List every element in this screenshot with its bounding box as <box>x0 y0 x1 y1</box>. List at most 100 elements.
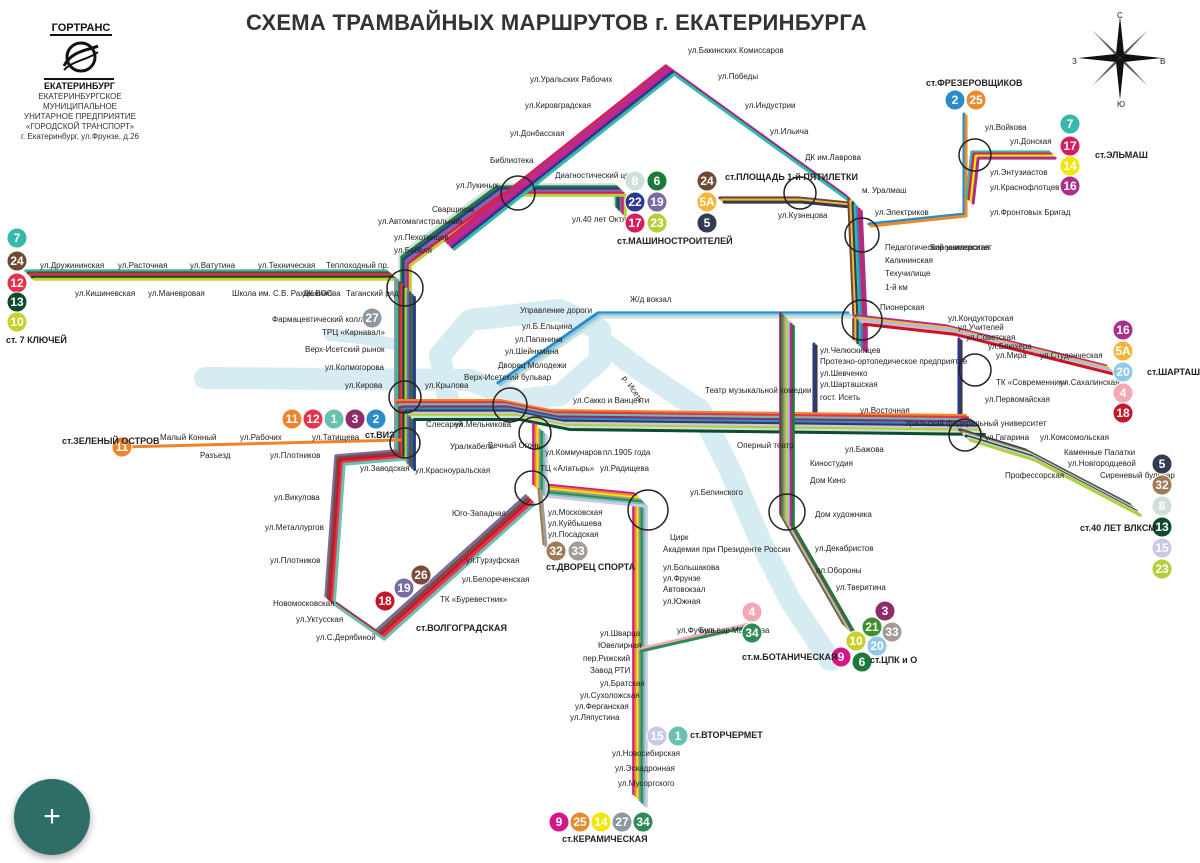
route-badge-16[interactable]: 16 <box>1059 175 1081 197</box>
add-button[interactable]: + <box>14 779 90 855</box>
stop-south-4: ул.Южная <box>663 597 700 606</box>
route-badge-9[interactable]: 9 <box>830 646 852 668</box>
route-badge-3[interactable]: 3 <box>344 408 366 430</box>
route-badge-1[interactable]: 1 <box>323 408 345 430</box>
stop-northeast-7: Ворошиловская <box>930 243 989 252</box>
stop-top_triangle-9: ул.Лукиных <box>456 181 498 190</box>
route-badge-12[interactable]: 12 <box>6 272 28 294</box>
track-line-5A <box>720 198 852 207</box>
route-badge-18[interactable]: 18 <box>1112 402 1134 424</box>
route-badge-2[interactable]: 2 <box>944 89 966 111</box>
stop-east-4: ул.Мира <box>996 351 1027 360</box>
route-badge-4[interactable]: 4 <box>741 601 763 623</box>
route-badge-22[interactable]: 22 <box>624 191 646 213</box>
route-badge-16[interactable]: 16 <box>1112 319 1134 341</box>
route-badge-17[interactable]: 17 <box>624 212 646 234</box>
route-badge-5A[interactable]: 5A <box>696 191 718 213</box>
track-line-24 <box>718 196 850 205</box>
stop-southwest-7: ул.Викулова <box>274 493 320 502</box>
route-badge-6[interactable]: 6 <box>646 170 668 192</box>
terminal-label-40-let-vlksm: ст.40 ЛЕТ ВЛКСМ <box>1080 523 1156 533</box>
route-badge-20[interactable]: 20 <box>1112 361 1134 383</box>
route-badge-27[interactable]: 27 <box>611 811 633 833</box>
route-badge-23[interactable]: 23 <box>646 212 668 234</box>
route-badge-1[interactable]: 1 <box>667 725 689 747</box>
route-badge-26[interactable]: 26 <box>410 564 432 586</box>
stop-southwest-15: ул.Белореченская <box>462 575 529 584</box>
route-badge-5[interactable]: 5 <box>1151 453 1173 475</box>
route-badge-10[interactable]: 10 <box>845 630 867 652</box>
route-badge-33[interactable]: 33 <box>567 540 589 562</box>
route-badge-21[interactable]: 21 <box>861 616 883 638</box>
route-number: 2 <box>373 412 380 426</box>
stop-south-15: ул.Новосибирская <box>612 749 680 758</box>
stop-central_west-0: Фармацевтический колледж <box>272 315 377 324</box>
route-badge-9[interactable]: 9 <box>548 811 570 833</box>
track-east-south <box>779 312 858 638</box>
route-badge-8[interactable]: 8 <box>624 170 646 192</box>
track-line-3 <box>400 405 974 424</box>
stop-south-10: Завод РТИ <box>590 666 630 675</box>
route-badge-34[interactable]: 34 <box>632 811 654 833</box>
route-number: 25 <box>573 815 587 829</box>
route-badge-6[interactable]: 6 <box>851 651 873 673</box>
track-line-2 <box>496 311 850 385</box>
route-badge-11[interactable]: 11 <box>111 436 133 458</box>
route-number: 17 <box>1063 139 1077 153</box>
route-badge-19[interactable]: 19 <box>393 577 415 599</box>
route-badge-13[interactable]: 13 <box>1151 516 1173 538</box>
track-elmash <box>965 150 1057 205</box>
stop-east-1: ул.Учителей <box>958 323 1004 332</box>
route-badge-12[interactable]: 12 <box>302 408 324 430</box>
route-badge-18[interactable]: 18 <box>374 590 396 612</box>
route-badge-27[interactable]: 27 <box>361 307 383 329</box>
stop-south-17: ул.Мусоргского <box>618 779 675 788</box>
track-line-20 <box>498 313 852 387</box>
route-badge-4[interactable]: 4 <box>1112 382 1134 404</box>
stop-southwest-1: ул.Рабочих <box>240 433 282 442</box>
stop-southwest-8: ул.Металлургов <box>265 523 324 532</box>
route-badge-24[interactable]: 24 <box>696 170 718 192</box>
route-badge-5A[interactable]: 5A <box>1112 340 1134 362</box>
route-number: 23 <box>1155 562 1169 576</box>
stop-center-6: ул.Коммунаров <box>545 448 602 457</box>
route-badge-8[interactable]: 8 <box>1151 495 1173 517</box>
stop-south-13: ул.Ферганская <box>575 702 629 711</box>
terminal-label-keramicheskaya: ст.КЕРАМИЧЕСКАЯ <box>562 834 648 844</box>
route-badge-2[interactable]: 2 <box>365 408 387 430</box>
route-badge-32[interactable]: 32 <box>545 540 567 562</box>
route-badge-19[interactable]: 19 <box>646 191 668 213</box>
route-badge-3[interactable]: 3 <box>874 600 896 622</box>
compass-east: В <box>1160 57 1165 66</box>
route-badge-25[interactable]: 25 <box>965 89 987 111</box>
stop-central_west-3: ул.Колмогорова <box>325 363 385 372</box>
route-badge-13[interactable]: 13 <box>6 291 28 313</box>
route-badge-20[interactable]: 20 <box>866 635 888 657</box>
track-triangle <box>444 64 856 251</box>
route-badge-25[interactable]: 25 <box>569 811 591 833</box>
route-badge-7[interactable]: 7 <box>1059 113 1081 135</box>
stop-center-9: ул.Бажова <box>845 445 884 454</box>
stop-southwest-17: ул.Московская <box>548 508 603 517</box>
route-badge-33[interactable]: 33 <box>881 621 903 643</box>
route-badge-15[interactable]: 15 <box>646 725 668 747</box>
route-badge-17[interactable]: 17 <box>1059 135 1081 157</box>
route-badge-11[interactable]: 11 <box>281 408 303 430</box>
stop-center-2: ул.Сакко и Ванцетти <box>573 396 649 405</box>
route-badge-34[interactable]: 34 <box>741 622 763 644</box>
route-badge-7[interactable]: 7 <box>6 227 28 249</box>
route-badge-5[interactable]: 5 <box>696 212 718 234</box>
stop-southwest-19: ул.Посадская <box>548 530 599 539</box>
route-badge-32[interactable]: 32 <box>1151 474 1173 496</box>
route-number: 5 <box>1159 457 1166 471</box>
route-badge-14[interactable]: 14 <box>1059 155 1081 177</box>
route-badge-23[interactable]: 23 <box>1151 558 1173 580</box>
stop-top_triangle-11: м. Уралмаш <box>862 186 907 195</box>
route-number: 11 <box>116 440 129 454</box>
route-badge-24[interactable]: 24 <box>6 250 28 272</box>
route-badge-15[interactable]: 15 <box>1151 537 1173 559</box>
route-badge-10[interactable]: 10 <box>6 311 28 333</box>
terminal-label-viz: ст.ВИЗ <box>365 430 395 440</box>
stop-south-1: ул.Большакова <box>663 563 720 572</box>
route-badge-14[interactable]: 14 <box>590 811 612 833</box>
